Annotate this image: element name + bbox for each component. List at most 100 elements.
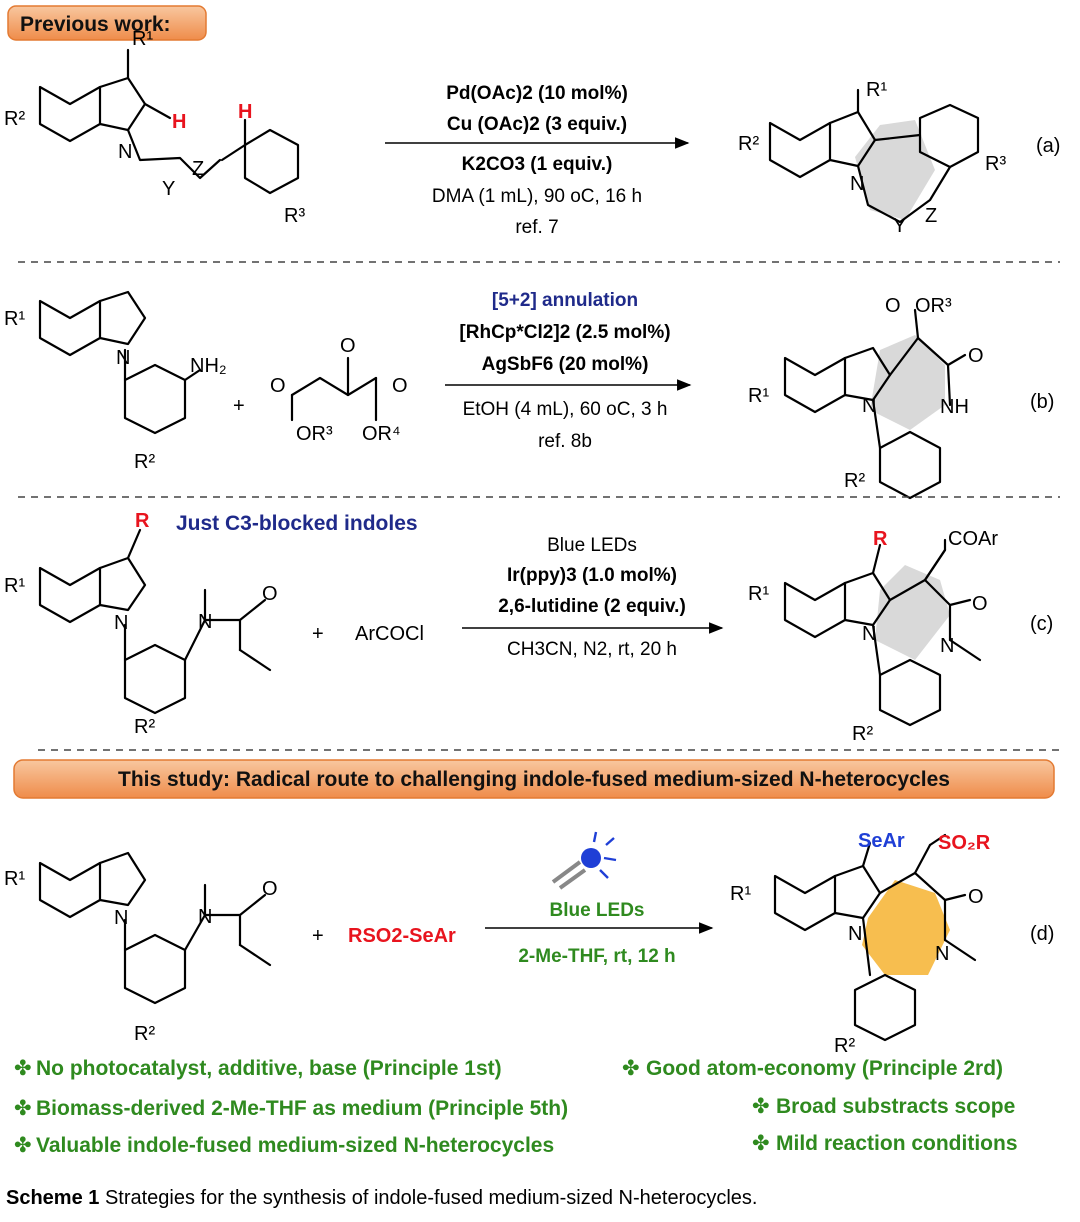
n-label-a-prod: N (850, 173, 864, 195)
clover-icon: ✤ (14, 1097, 32, 1120)
reagent-c: ArCOCl (355, 623, 424, 645)
plus-b: + (233, 395, 245, 417)
reactant-c-indole: R R¹ N N O R² (4, 510, 278, 738)
figure-caption: Scheme 1 Strategies for the synthesis of… (6, 1187, 757, 1209)
this-study-banner: This study: Radical route to challenging… (13, 759, 1055, 799)
or4-label-b: OR⁴ (362, 423, 401, 445)
reaction-b: R¹ N NH₂ R² + O O O OR³ OR⁴ [5+2] annula… (4, 290, 1054, 500)
n-label-c-prod-indole: N (862, 623, 876, 645)
nh2-label-b: NH₂ (190, 355, 227, 377)
feature-item: ✤ Good atom-economy (Principle 2rd) (622, 1057, 1003, 1080)
reactant-d-indole: R¹ N N O R² (4, 851, 278, 1045)
o-label-b-lactam: O (968, 345, 984, 367)
clover-icon: ✤ (752, 1132, 770, 1155)
cond-c-1: Blue LEDs (547, 535, 637, 556)
reaction-c: R R¹ N N O R² Just C3-blocked indoles + … (4, 510, 1053, 745)
so2r-label-d-prod: SO₂R (938, 832, 991, 854)
r1-label-a: R¹ (132, 28, 153, 50)
y-label-a: Y (162, 178, 175, 200)
r1-label-c-prod: R¹ (748, 583, 769, 605)
features-list: ✤ No photocatalyst, additive, base (Prin… (14, 1057, 1018, 1157)
feature-text: No photocatalyst, additive, base (Princi… (36, 1057, 502, 1080)
product-d: SeAr SO₂R O N N R¹ R² (730, 830, 991, 1057)
cond-a-1: Pd(OAc)2 (10 mol%) (446, 83, 628, 104)
o-label-b-left: O (270, 375, 286, 397)
cond-b-title: [5+2] annulation (492, 290, 638, 311)
feature-text: Biomass-derived 2-Me-THF as medium (Prin… (36, 1097, 568, 1120)
o-label-b-center: O (340, 335, 356, 357)
h-label-arene: H (238, 101, 252, 123)
r2-label-a-prod: R² (738, 133, 759, 155)
r2-label-c: R² (134, 716, 155, 738)
reaction-d: R¹ N N O R² + RSO2-SeAr Blue LEDs 2-Me-T… (4, 830, 1054, 1057)
reactant-b-ketomalonate: O O O OR³ OR⁴ (270, 335, 408, 445)
cond-a-2: Cu (OAc)2 (3 equiv.) (447, 114, 627, 135)
z-label-a: Z (192, 158, 204, 180)
reactant-a-indole: R¹ R² H H N Y Z R³ (4, 28, 305, 227)
h-label-indole: H (172, 111, 186, 133)
reaction-a: R¹ R² H H N Y Z R³ Pd(OAc)2 (10 mol%) Cu… (4, 28, 1060, 238)
plus-c: + (312, 623, 324, 645)
or3-label-b: OR³ (296, 423, 333, 445)
o-label-c: O (262, 583, 278, 605)
label-d: (d) (1030, 923, 1054, 945)
cond-c-4: CH3CN, N2, rt, 20 h (507, 639, 677, 660)
reagent-d: RSO2-SeAr (348, 925, 456, 947)
r1-label-d: R¹ (4, 868, 25, 890)
cond-b-1: [RhCp*Cl2]2 (2.5 mol%) (459, 322, 670, 343)
feature-text: Broad substracts scope (776, 1095, 1015, 1118)
z-label-a-prod: Z (925, 205, 937, 227)
label-b: (b) (1030, 391, 1054, 413)
feature-item: ✤ Mild reaction conditions (752, 1132, 1018, 1155)
cond-b-2: AgSbF6 (20 mol%) (482, 354, 649, 375)
label-c: (c) (1030, 613, 1053, 635)
r2-label-d-prod: R² (834, 1035, 855, 1057)
n-label-c-amide: N (198, 611, 212, 633)
feature-text: Good atom-economy (Principle 2rd) (646, 1057, 1003, 1080)
cond-a-4: DMA (1 mL), 90 oC, 16 h (432, 186, 642, 207)
n-label-d-amide: N (198, 906, 212, 928)
clover-icon: ✤ (14, 1134, 32, 1157)
cond-d-1: Blue LEDs (549, 900, 644, 921)
n-label-d-indole: N (114, 907, 128, 929)
r3-label-a: R³ (284, 205, 305, 227)
ref-a: ref. 7 (515, 217, 558, 238)
cond-b-3: EtOH (4 mL), 60 oC, 3 h (463, 399, 668, 420)
caption-text: Strategies for the synthesis of indole-f… (99, 1187, 757, 1209)
previous-work-title: Previous work: (20, 13, 171, 36)
n-label-c-prod-amide: N (940, 635, 954, 657)
product-a: R¹ R² R³ N Y Z (738, 79, 1006, 237)
r3-label-a-prod: R³ (985, 153, 1006, 175)
n-label-c-indole: N (114, 612, 128, 634)
previous-work-banner: Previous work: (7, 5, 207, 41)
this-study-title: This study: Radical route to challenging… (118, 768, 950, 791)
clover-icon: ✤ (622, 1057, 640, 1080)
r1-label-c: R¹ (4, 575, 25, 597)
feature-item: ✤ Biomass-derived 2-Me-THF as medium (Pr… (14, 1097, 568, 1120)
feature-item: ✤ No photocatalyst, additive, base (Prin… (14, 1057, 502, 1080)
cond-d-2: 2-Me-THF, rt, 12 h (518, 946, 675, 967)
o-label-c-prod: O (972, 593, 988, 615)
o-label-b-prod: O (885, 295, 901, 317)
clover-icon: ✤ (752, 1095, 770, 1118)
product-c: R COAr O N N R¹ R² (748, 528, 998, 745)
caption-label: Scheme 1 (6, 1187, 99, 1209)
feature-text: Valuable indole-fused medium-sized N-het… (36, 1134, 554, 1157)
n-label-d-prod-indole: N (848, 923, 862, 945)
r1-label-b-prod: R¹ (748, 385, 769, 407)
o-label-d-prod: O (968, 886, 984, 908)
o-label-b-right: O (392, 375, 408, 397)
product-b: O OR³ O NH N R¹ R² (748, 295, 984, 500)
feature-item: ✤ Broad substracts scope (752, 1095, 1015, 1118)
feature-item: ✤ Valuable indole-fused medium-sized N-h… (14, 1134, 554, 1157)
or3-label-b-prod: OR³ (915, 295, 952, 317)
n-label-b-prod: N (862, 395, 876, 417)
y-label-a-prod: Y (893, 215, 906, 237)
sear-label-d-prod: SeAr (858, 830, 905, 852)
r2-label-b-prod: R² (844, 470, 865, 492)
cond-c-3: 2,6-lutidine (2 equiv.) (498, 596, 686, 617)
r1-label-b: R¹ (4, 308, 25, 330)
reactant-b-indole: R¹ N NH₂ R² (4, 290, 227, 473)
label-a: (a) (1036, 135, 1060, 157)
